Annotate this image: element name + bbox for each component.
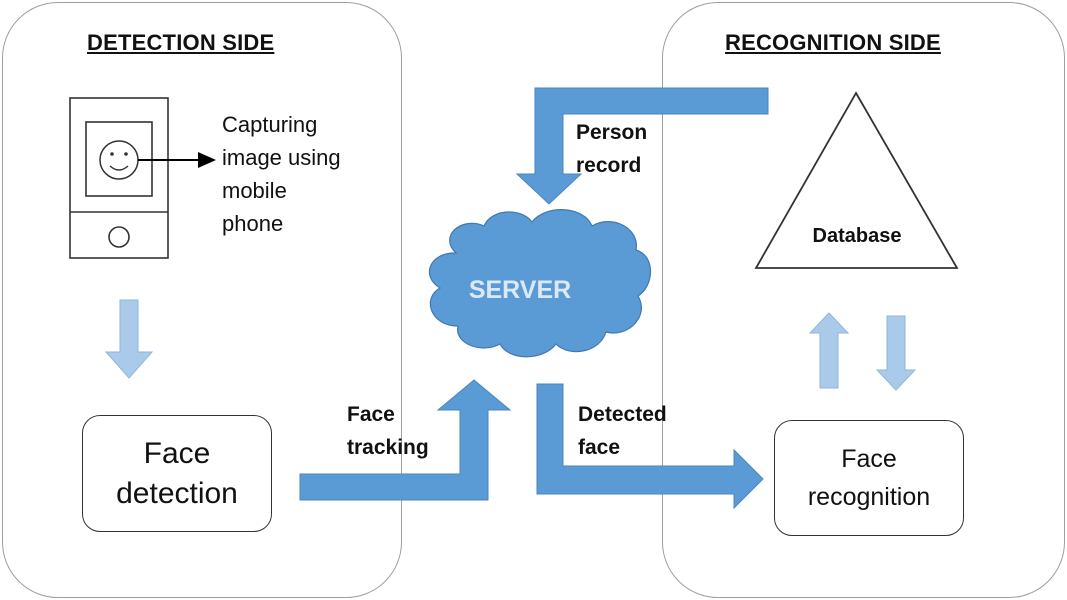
server-label: SERVER	[469, 276, 571, 304]
server-cloud-icon	[428, 209, 651, 358]
detected-face-arrow	[536, 383, 764, 510]
face-tracking-label: Face tracking	[347, 403, 429, 459]
face-recognition-label: Face recognition	[807, 445, 931, 511]
recognition-side-title: RECOGNITION SIDE	[725, 30, 941, 55]
face-recognition-box: Face recognition	[774, 420, 964, 536]
up-arrow-icon	[808, 312, 850, 389]
database-label: Database	[813, 225, 902, 247]
capture-caption: Capturing image using mobile phone	[222, 112, 341, 236]
smiley-face-icon	[99, 140, 139, 180]
face-detection-box: Face detection	[82, 415, 272, 532]
face-detection-label: Face detection	[116, 436, 238, 510]
person-record-arrow	[515, 87, 769, 205]
database-triangle-icon	[754, 91, 959, 269]
down-arrow-icon	[875, 315, 917, 391]
face-tracking-arrow	[299, 379, 512, 501]
detected-face-label: Detected face	[578, 403, 667, 459]
detection-side-title: DETECTION SIDE	[87, 30, 275, 55]
down-arrow-icon	[104, 299, 154, 379]
person-record-label: Person record	[576, 121, 648, 177]
